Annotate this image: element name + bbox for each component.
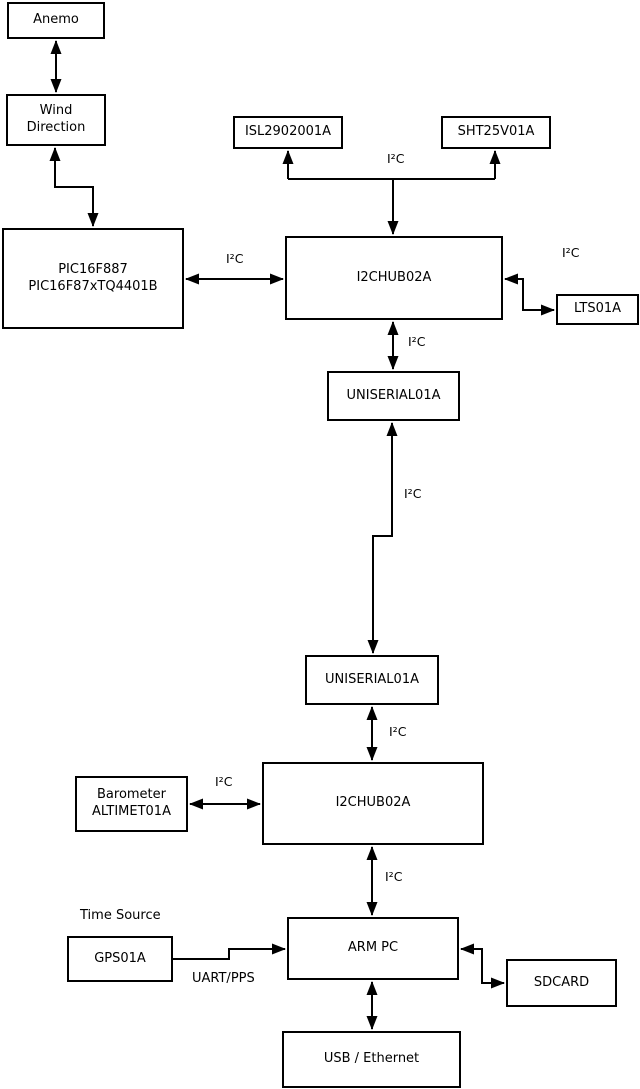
node-label: UNISERIAL01A [346, 387, 441, 403]
edge-label-i2c-lts: I²C [562, 245, 580, 260]
node-label: LTS01A [573, 301, 622, 317]
node-gps: GPS01A [67, 936, 173, 982]
connector-gps-armpc [173, 943, 286, 960]
connector-i2chub-top-lts [504, 273, 555, 316]
node-arm-pc: ARM PC [287, 917, 459, 980]
node-i2c-hub-top: I2CHUB02A [285, 236, 503, 320]
node-label: ARM PC [347, 940, 399, 956]
node-label: GPS01A [94, 950, 146, 966]
annotation-uart-pps: UART/PPS [192, 971, 255, 986]
edge-label-i2c-uniserial-hub2: I²C [389, 724, 407, 739]
node-lts-sensor: LTS01A [556, 294, 639, 325]
node-uniserial-top: UNISERIAL01A [327, 371, 460, 421]
node-label: Wind Direction [26, 103, 86, 135]
node-wind-direction: Wind Direction [6, 94, 106, 146]
node-label: ISL2902001A [244, 124, 332, 140]
node-label: I2CHUB02A [356, 269, 432, 285]
node-isl-sensor: ISL2902001A [233, 116, 343, 149]
connector-wind-pic [49, 147, 99, 227]
node-sht-sensor: SHT25V01A [441, 116, 551, 149]
node-label: SDCARD [533, 974, 590, 990]
node-label: Anemo [33, 12, 79, 28]
node-uniserial-bottom: UNISERIAL01A [305, 655, 439, 705]
node-i2c-hub-bottom: I2CHUB02A [262, 762, 484, 845]
node-label: PIC16F887 PIC16F87xTQ4401B [28, 261, 158, 294]
node-barometer: Barometer ALTIMET01A [75, 776, 188, 832]
node-label: SHT25V01A [457, 124, 535, 140]
edge-label-i2c-branch: I²C [387, 151, 405, 166]
annotation-time-source: Time Source [80, 908, 161, 923]
node-label: UNISERIAL01A [325, 671, 419, 687]
connector-uniserial-uniserial [367, 422, 398, 654]
node-anemometer: Anemo [7, 2, 105, 39]
node-label: I2CHUB02A [335, 795, 411, 811]
edge-label-i2c-hub2-armpc: I²C [385, 869, 403, 884]
node-label: USB / Ethernet [323, 1051, 420, 1067]
node-label: Barometer ALTIMET01A [92, 787, 171, 819]
node-usb-ethernet: USB / Ethernet [282, 1031, 461, 1088]
edge-label-i2c-pic-hub: I²C [226, 251, 244, 266]
edge-label-i2c-uniserial-uniserial: I²C [404, 486, 422, 501]
node-pic-microcontroller: PIC16F887 PIC16F87xTQ4401B [2, 228, 184, 329]
node-sdcard: SDCARD [506, 959, 617, 1007]
edge-label-i2c-barometer-hub2: I²C [215, 774, 233, 789]
edge-label-i2c-hub-uniserial: I²C [408, 334, 426, 349]
connector-armpc-sdcard [460, 943, 505, 989]
